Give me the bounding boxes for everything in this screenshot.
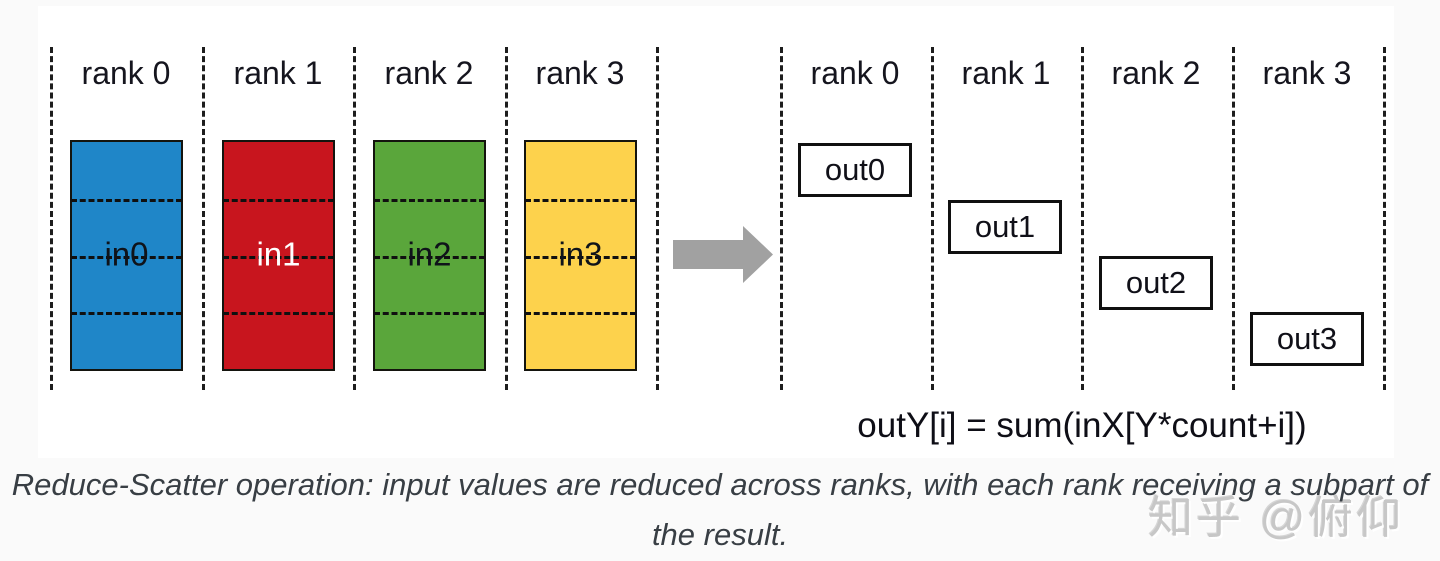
chunk-divider — [374, 255, 485, 259]
output-rank-label-1: rank 1 — [961, 55, 1051, 91]
input-buffer-in1: in1 — [222, 140, 335, 371]
dashed-separator — [505, 47, 508, 390]
output-buffer-out0: out0 — [798, 143, 912, 197]
chunk-divider — [223, 198, 334, 202]
input-buffer-label: in3 — [558, 234, 603, 272]
dashed-separator — [931, 47, 934, 390]
input-buffer-label: in0 — [104, 234, 149, 272]
input-buffer-label: in2 — [407, 234, 452, 272]
chunk-divider — [525, 198, 636, 202]
chunk-divider — [374, 198, 485, 202]
input-buffer-in0: in0 — [70, 140, 183, 371]
input-rank-label-0: rank 0 — [81, 55, 171, 91]
output-buffer-out3: out3 — [1250, 312, 1364, 366]
dashed-separator — [1081, 47, 1084, 390]
dashed-separator — [780, 47, 783, 390]
chunk-divider — [223, 312, 334, 316]
input-rank-label-2: rank 2 — [384, 55, 474, 91]
chunk-divider — [71, 255, 182, 259]
output-buffer-out2: out2 — [1099, 256, 1213, 310]
watermark: 知乎 @俯仰 — [1148, 492, 1405, 543]
caption-line-1: Reduce-Scatter operation: input values a… — [11, 467, 1429, 502]
chunk-divider — [525, 312, 636, 316]
right-block-arrow-icon — [673, 226, 773, 283]
dashed-separator — [202, 47, 205, 390]
input-buffer-in3: in3 — [524, 140, 637, 371]
output-rank-label-0: rank 0 — [810, 55, 900, 91]
chunk-divider — [525, 255, 636, 259]
arrow-shape — [673, 226, 773, 283]
chunk-divider — [71, 312, 182, 316]
dashed-separator — [656, 47, 659, 390]
formula-text: outY[i] = sum(inX[Y*count+i]) — [857, 406, 1307, 445]
chunk-divider — [223, 255, 334, 259]
output-buffer-out1: out1 — [948, 200, 1062, 254]
dashed-separator — [353, 47, 356, 390]
input-rank-label-1: rank 1 — [233, 55, 323, 91]
caption-line-2: the result. — [651, 517, 789, 552]
input-rank-label-3: rank 3 — [535, 55, 625, 91]
output-rank-label-3: rank 3 — [1262, 55, 1352, 91]
input-buffer-in2: in2 — [373, 140, 486, 371]
output-rank-label-2: rank 2 — [1111, 55, 1201, 91]
input-buffer-label: in1 — [256, 234, 301, 272]
chunk-divider — [71, 198, 182, 202]
chunk-divider — [374, 312, 485, 316]
dashed-separator — [1383, 47, 1386, 390]
dashed-separator — [50, 47, 53, 390]
dashed-separator — [1232, 47, 1235, 390]
